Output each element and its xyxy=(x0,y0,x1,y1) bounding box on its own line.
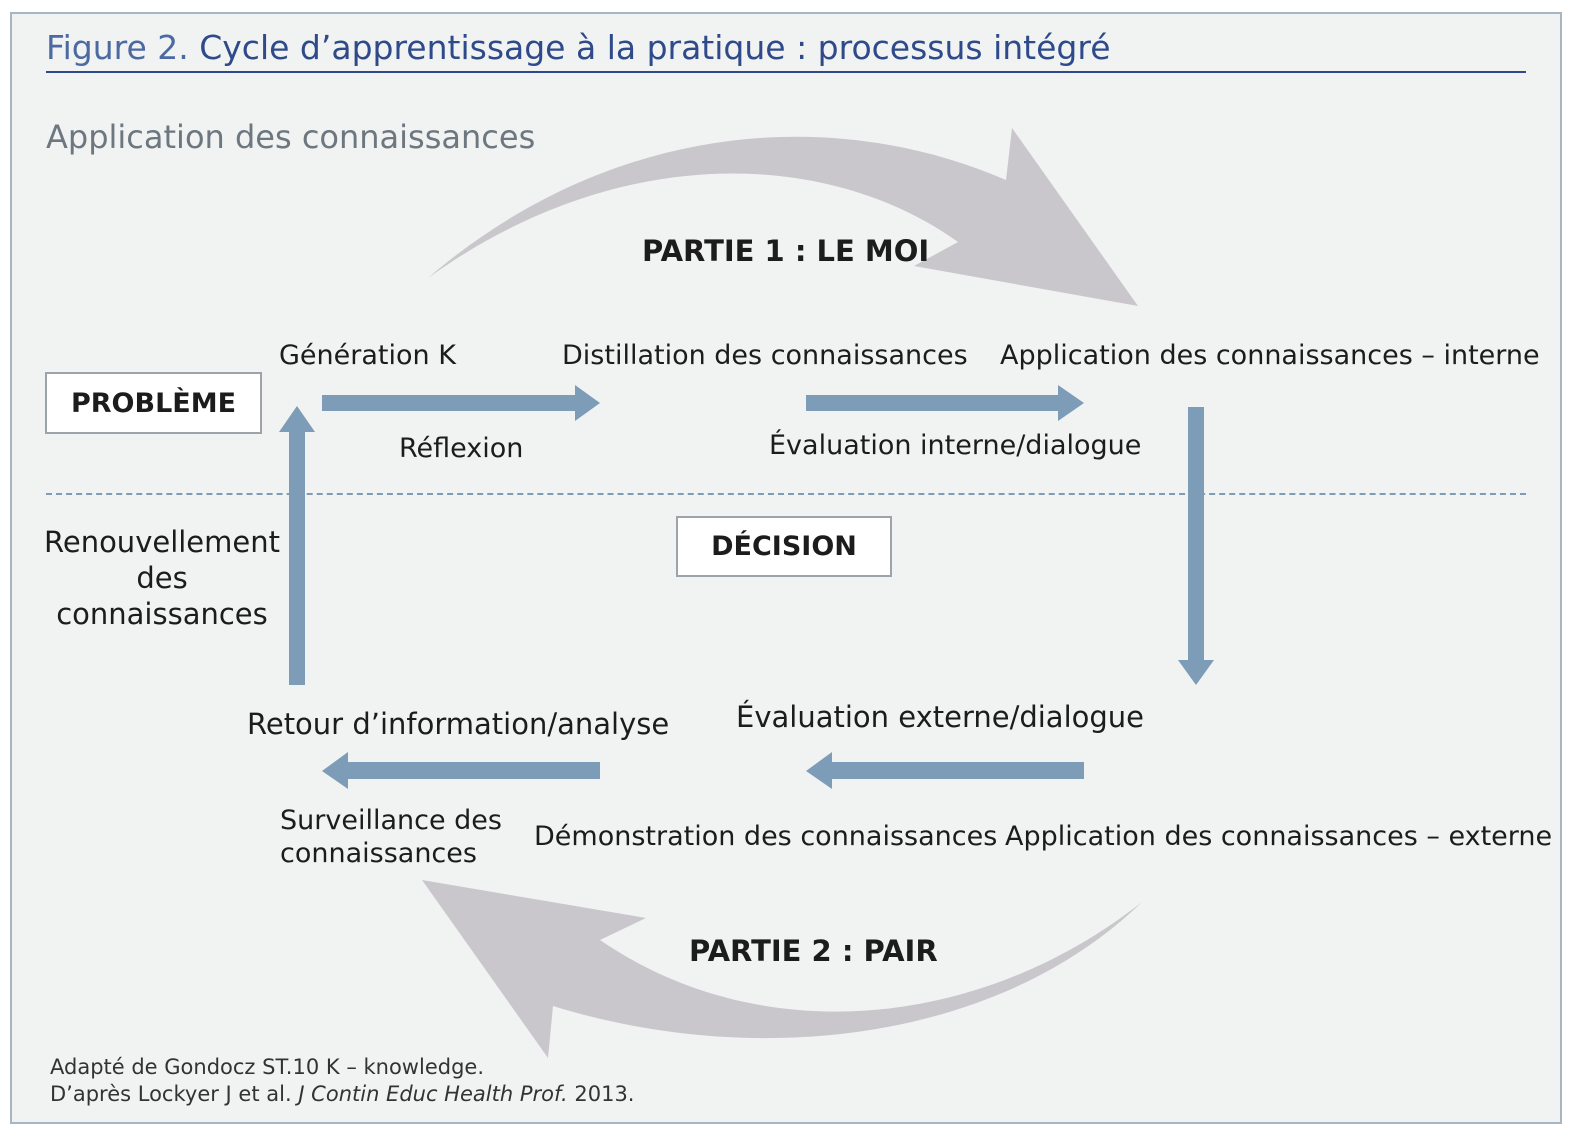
surveillance-line-1: Surveillance des xyxy=(280,805,502,836)
part1-label: PARTIE 1 : LE MOI xyxy=(642,234,930,268)
footnote-line-2: D’après Lockyer J et al. J Contin Educ H… xyxy=(50,1082,634,1106)
footnote-year: 2013. xyxy=(574,1082,635,1106)
probleme-box: PROBLÈME xyxy=(45,372,262,434)
renouvellement-line-3: connaissances xyxy=(56,597,268,631)
separator-dashed-line xyxy=(46,493,1526,495)
arrow-demonstration-to-surveillance xyxy=(322,752,600,789)
surveillance-line-2: connaissances xyxy=(280,838,477,869)
bottom-curved-arrow xyxy=(422,880,1142,1058)
demonstration-label: Démonstration des connaissances xyxy=(534,821,998,852)
arrow-generation-to-distillation xyxy=(322,385,600,421)
generation-k-label: Génération K xyxy=(279,340,456,371)
evaluation-externe-label: Évaluation externe/dialogue xyxy=(736,700,1145,734)
arrow-distillation-to-application xyxy=(806,385,1084,421)
subtitle: Application des connaissances xyxy=(46,118,536,156)
footnote-line-1: Adapté de Gondocz ST.10 K – knowledge. xyxy=(50,1055,484,1079)
probleme-label: PROBLÈME xyxy=(70,387,237,419)
arrow-application-to-demonstration xyxy=(806,752,1084,789)
renouvellement-label: Renouvellement des connaissances xyxy=(42,524,282,632)
arrow-up-left xyxy=(279,406,315,685)
arrow-down-right xyxy=(1178,407,1214,685)
decision-box: DÉCISION xyxy=(676,516,892,577)
figure-title: Figure 2. Cycle d’apprentissage à la pra… xyxy=(46,28,1111,67)
decision-label: DÉCISION xyxy=(711,531,857,562)
figure-title-text: Cycle d’apprentissage à la pratique : pr… xyxy=(199,28,1111,67)
reflexion-label: Réflexion xyxy=(399,433,524,464)
part2-label: PARTIE 2 : PAIR xyxy=(689,934,938,968)
application-interne-label: Application des connaissances – interne xyxy=(1000,340,1540,371)
application-externe-label: Application des connaissances – externe xyxy=(1005,821,1553,852)
figure-number: Figure 2. xyxy=(46,28,189,67)
footnote-source: D’après Lockyer J et al. xyxy=(50,1082,292,1106)
renouvellement-line-1: Renouvellement xyxy=(44,525,280,559)
distillation-label: Distillation des connaissances xyxy=(562,340,968,371)
title-underline xyxy=(46,71,1526,73)
retour-information-label: Retour d’information/analyse xyxy=(247,707,670,741)
footnote-journal: J Contin Educ Health Prof. xyxy=(298,1082,568,1106)
surveillance-label: Surveillance des connaissances xyxy=(280,804,502,870)
top-curved-arrow xyxy=(428,128,1138,306)
evaluation-interne-label: Évaluation interne/dialogue xyxy=(769,430,1142,461)
renouvellement-line-2: des xyxy=(136,561,188,595)
